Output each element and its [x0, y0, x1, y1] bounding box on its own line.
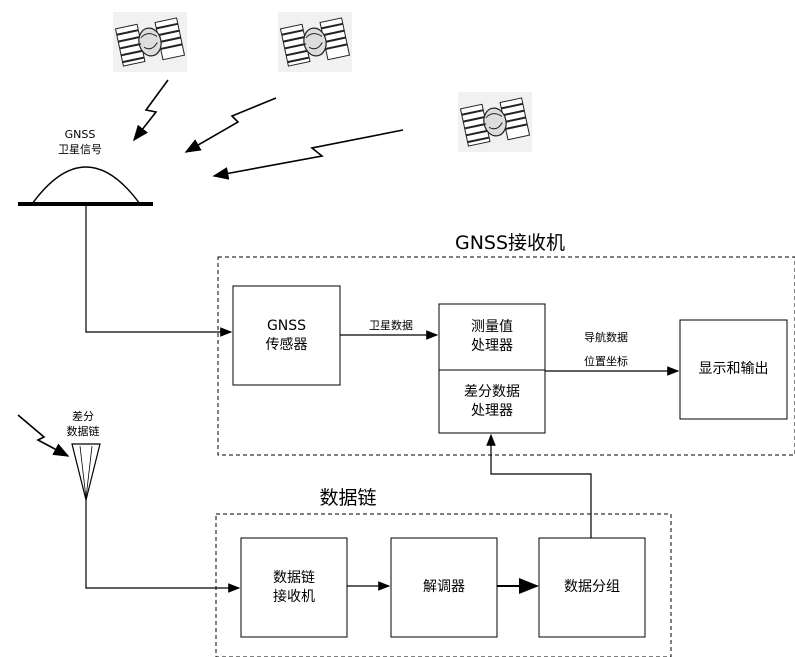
receiver-region-title: GNSS接收机	[454, 232, 566, 254]
dish-antenna-icon	[18, 166, 153, 206]
signal-arrow	[212, 129, 404, 180]
signal-arrow	[184, 97, 277, 153]
satellite-icon	[112, 11, 188, 73]
dl-receiver-block-rect	[240, 537, 348, 638]
signal-arrow	[17, 414, 70, 457]
packet-block-rect	[538, 537, 646, 638]
link-antenna-sensor	[85, 206, 233, 337]
satellite-icon	[277, 11, 353, 73]
edge-label-nav-data: 导航数据	[584, 331, 628, 344]
dl-receiver-block: 数据链 接收机	[273, 569, 315, 605]
horn-antenna-icon	[71, 443, 101, 501]
packet-block: 数据分组	[564, 579, 620, 595]
display-block: 显示和输出	[698, 361, 769, 377]
sensor-block: GNSS 传感器	[265, 317, 308, 353]
diff-block: 差分数据 处理器	[464, 383, 520, 419]
link-horn-dlreceiver	[85, 500, 241, 593]
edge-label-sat-data: 卫星数据	[369, 319, 413, 332]
diff-datalink-label: 差分 数据链	[66, 410, 100, 438]
display-block-rect	[679, 319, 788, 420]
gnss-signal-label: GNSS 卫星信号	[58, 128, 102, 156]
datalink-region	[215, 513, 672, 657]
measure-block: 测量值 处理器	[471, 319, 513, 354]
signal-arrow	[133, 79, 169, 142]
measure-block-rect	[438, 303, 546, 434]
edge-packet-diff	[486, 433, 592, 538]
demod-block-rect	[390, 537, 498, 638]
demod-block: 解调器	[423, 579, 465, 595]
datalink-region-title: 数据链	[319, 487, 377, 509]
satellite-icon	[457, 91, 533, 153]
receiver-region	[217, 256, 795, 456]
edge-label-position: 位置坐标	[584, 355, 628, 368]
